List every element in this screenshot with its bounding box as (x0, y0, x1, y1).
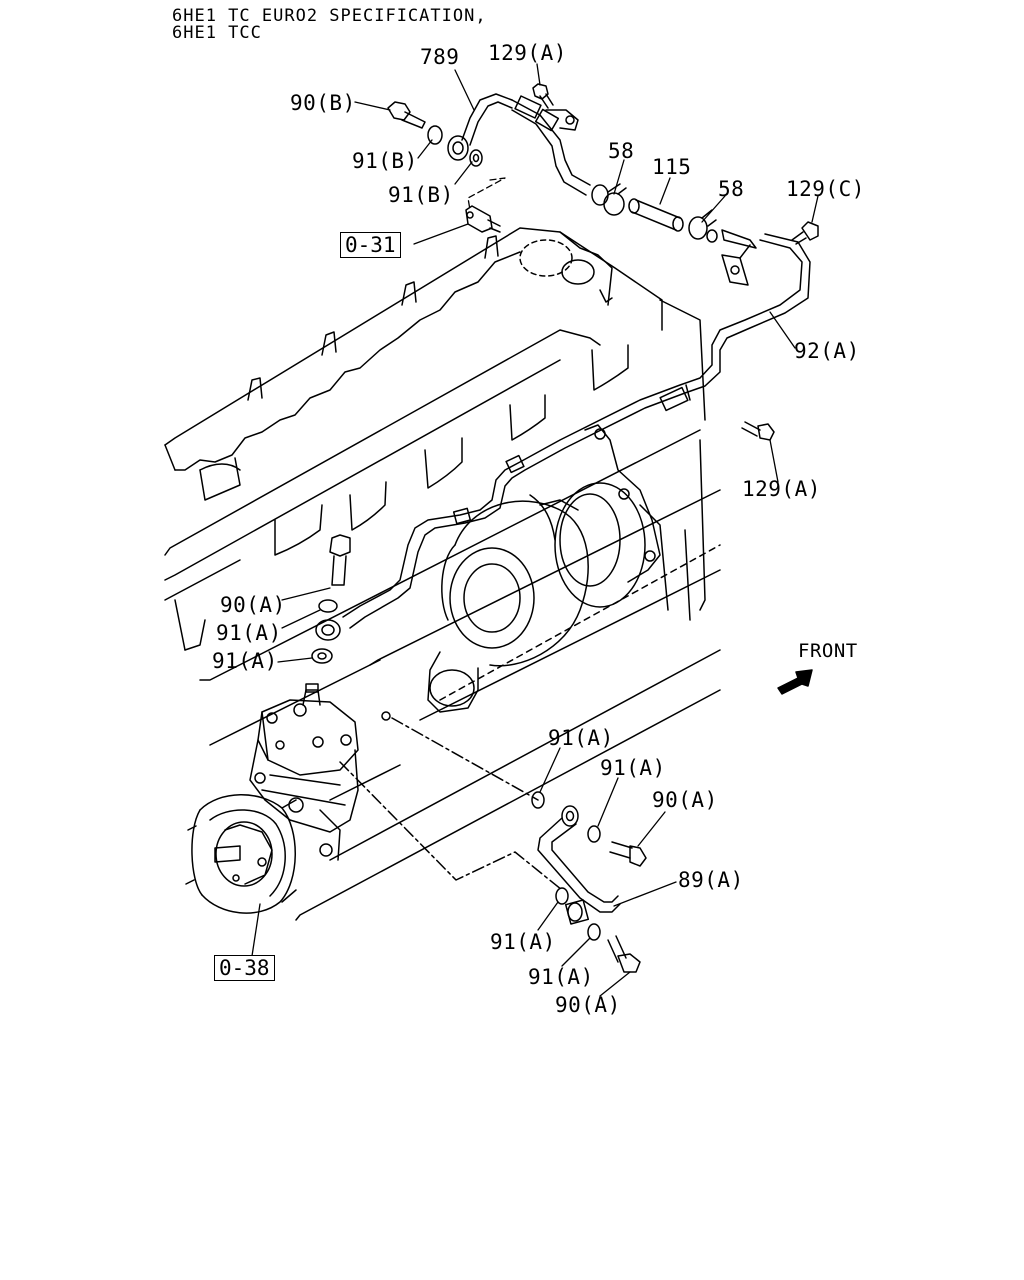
label-58-a: 58 (608, 139, 635, 163)
washer-91a-low1 (532, 792, 544, 808)
assembly-line-long (392, 718, 538, 800)
header-line-1: 6HE1 TC EURO2 SPECIFICATION, (172, 6, 487, 26)
label-92a: 92(A) (794, 339, 860, 363)
bolt-90a-low2 (608, 936, 640, 972)
label-129a-right: 129(A) (742, 477, 821, 501)
bolt-90a-mid (330, 535, 350, 585)
label-58-b: 58 (718, 177, 745, 201)
washer-91a-low2 (588, 826, 600, 842)
bolt-90b (388, 102, 425, 128)
label-90a-low1: 90(A) (652, 788, 718, 812)
label-90a-mid: 90(A) (220, 593, 286, 617)
label-91a-low2: 91(A) (600, 756, 666, 780)
label-129a-top: 129(A) (488, 41, 567, 65)
washer-91a-low4 (588, 924, 600, 940)
front-arrow-icon (778, 670, 812, 694)
label-91a-low4: 91(A) (528, 965, 594, 989)
label-91a-mid1: 91(A) (216, 621, 282, 645)
pipe-89a (538, 806, 620, 924)
label-115: 115 (652, 155, 692, 179)
bolt-129a-right (742, 422, 774, 440)
label-91b-1: 91(B) (352, 149, 418, 173)
label-129c: 129(C) (786, 177, 865, 201)
header-line-2: 6HE1 TCC (172, 23, 262, 43)
bolt-90a-low1 (610, 842, 646, 866)
label-91b-2: 91(B) (388, 183, 454, 207)
clamp-58-a (592, 184, 626, 215)
pipe-789 (448, 94, 590, 195)
ref-box-0-38[interactable]: 0-38 (214, 955, 275, 981)
engine-block (165, 228, 720, 920)
label-91a-low1: 91(A) (548, 726, 614, 750)
label-90a-low2: 90(A) (555, 993, 621, 1017)
washer-91b-1 (428, 126, 442, 144)
hose-115 (629, 199, 683, 231)
bracket-upper (722, 230, 756, 285)
label-91a-mid2: 91(A) (212, 649, 278, 673)
ref-box-0-31[interactable]: 0-31 (340, 232, 401, 258)
clamp-58-b (689, 210, 717, 242)
connector-fitting (466, 206, 500, 232)
label-91a-low3: 91(A) (490, 930, 556, 954)
leader-lines (252, 64, 818, 996)
bolt-129c (792, 222, 818, 244)
washer-91a-low3 (556, 888, 568, 904)
washer-91b-2 (470, 150, 482, 166)
air-compressor (186, 684, 358, 913)
bolt-129a-top (533, 84, 553, 108)
pipe-92a (316, 234, 810, 640)
label-89a: 89(A) (678, 868, 744, 892)
label-90b: 90(B) (290, 91, 356, 115)
assembly-line-compressor (340, 762, 562, 890)
label-789: 789 (420, 45, 460, 69)
washer-91a-mid1 (319, 600, 337, 612)
label-front: FRONT (798, 640, 858, 662)
washer-91a-mid2 (312, 649, 332, 663)
